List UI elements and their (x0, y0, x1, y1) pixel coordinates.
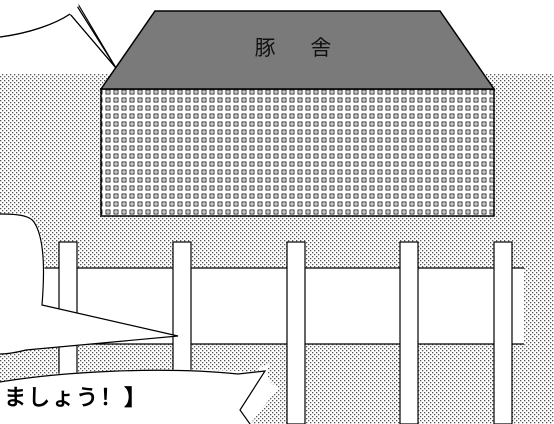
speech-bubble-middle (0, 213, 179, 355)
fence-post (286, 241, 306, 424)
barn-roof (99, 10, 496, 90)
speech-bubble-bottom: ましょう！】 (0, 362, 278, 424)
pig-barn: 豚 舎 (99, 10, 496, 217)
callout-text: ましょう！】 (4, 386, 148, 411)
fence-post (493, 241, 513, 424)
barn-wall (100, 88, 495, 217)
fence-post (399, 241, 419, 424)
roof-label: 豚 舎 (255, 36, 346, 60)
